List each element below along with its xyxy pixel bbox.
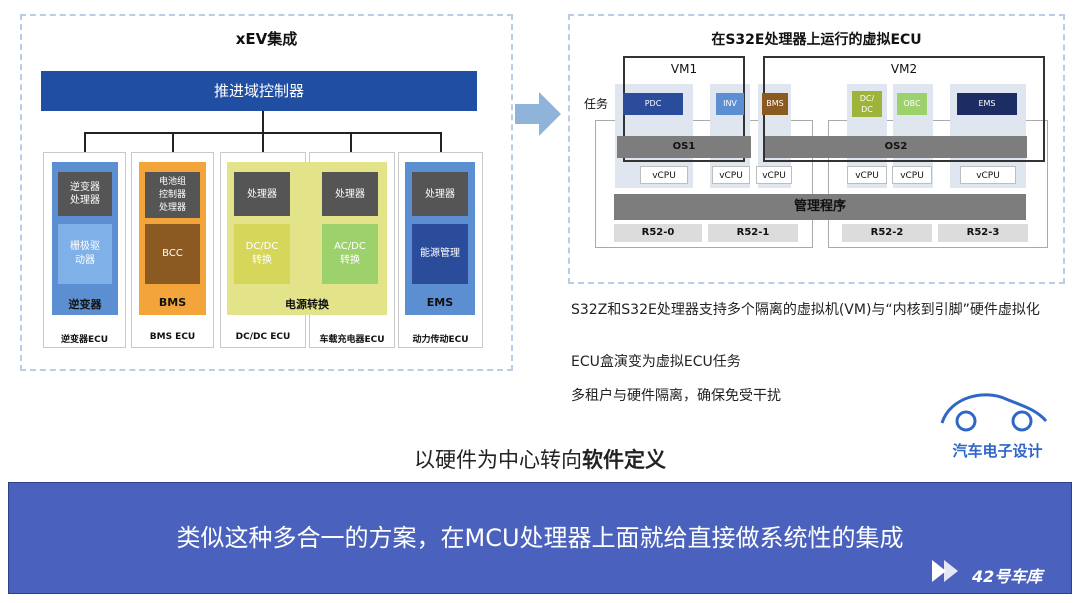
bottom-title: 以硬件为中心转向软件定义	[0, 444, 1080, 474]
task-pdc: PDC	[623, 93, 683, 115]
ems-label: EMS	[426, 296, 454, 309]
play-logo-icon	[932, 560, 958, 582]
inverter-processor-chip: 逆变器 处理器	[58, 172, 112, 216]
obc-ecu-label: 车载充电器ECU	[319, 335, 385, 345]
task-bms: BMS	[762, 93, 788, 115]
obc-processor-chip: 处理器	[322, 172, 378, 216]
os2-bar: OS2	[765, 136, 1027, 158]
power-conversion-label: 电源转换	[285, 298, 329, 311]
bottom-title-bold: 软件定义	[582, 448, 666, 472]
vcpu-3: vCPU	[756, 166, 792, 184]
powertrain-ecu-label: 动力传动ECU	[412, 335, 469, 345]
vcpu-5: vCPU	[892, 166, 932, 184]
arrow-right-icon	[515, 92, 561, 136]
ems-processor-chip: 处理器	[412, 172, 468, 216]
xev-title: xEV集成	[235, 30, 298, 48]
vcpu-2: vCPU	[712, 166, 750, 184]
task-ems: EMS	[957, 93, 1017, 115]
subtitle-text: 类似这种多合一的方案，在MCU处理器上面就给直接做系统性的集成	[176, 524, 904, 552]
task-dcdc: DC/ DC	[852, 91, 882, 117]
connector-drop	[84, 132, 86, 152]
dcdc-ecu-label: DC/DC ECU	[235, 332, 291, 342]
connector-drop	[172, 132, 174, 152]
core-r52-0: R52-0	[614, 224, 702, 242]
vcpu-1: vCPU	[640, 166, 688, 184]
connector-drop	[440, 132, 442, 152]
watermark-42garage: 42号车库	[972, 567, 1043, 586]
bullet-1: S32Z和S32E处理器支持多个隔离的虚拟机(VM)与“内核到引脚”硬件虚拟化	[571, 302, 1040, 318]
tasks-label: 任务	[584, 97, 609, 111]
connector-drop	[262, 132, 264, 152]
watermark-brand: 汽车电子设计	[952, 442, 1043, 460]
inverter-label: 逆变器	[68, 298, 102, 311]
dcdc-processor-chip: 处理器	[234, 172, 290, 216]
propulsion-domain-controller: 推进域控制器	[41, 71, 477, 111]
connector-trunk	[262, 111, 264, 133]
bms-ecu-label: BMS ECU	[149, 332, 196, 342]
bullet-3: 多租户与硬件隔离，确保免受干扰	[571, 388, 781, 404]
bcc-chip: BCC	[145, 224, 200, 284]
core-r52-3: R52-3	[938, 224, 1028, 242]
vcpu-6: vCPU	[960, 166, 1016, 184]
bullet-2: ECU盒演变为虚拟ECU任务	[571, 354, 741, 370]
core-r52-1: R52-1	[708, 224, 798, 242]
bms-label: BMS	[158, 296, 187, 309]
energy-management-chip: 能源管理	[412, 224, 468, 284]
virtual-ecu-title: 在S32E处理器上运行的虚拟ECU	[711, 32, 922, 48]
dcdc-conversion-chip: DC/DC 转换	[234, 224, 290, 284]
os1-bar: OS1	[617, 136, 751, 158]
connector-drop	[350, 132, 352, 152]
vcpu-4: vCPU	[847, 166, 887, 184]
vm1-label: VM1	[670, 62, 698, 76]
task-inv: INV	[716, 93, 744, 115]
vm2-label: VM2	[890, 62, 918, 76]
inverter-ecu-label: 逆变器ECU	[60, 335, 109, 345]
battery-controller-chip: 电池组 控制器 处理器	[145, 172, 200, 218]
subtitle-banner	[8, 482, 1072, 594]
task-obc: OBC	[897, 93, 927, 115]
gate-driver-chip: 栅极驱 动器	[58, 224, 112, 284]
car-logo-icon	[940, 393, 1048, 432]
acdc-conversion-chip: AC/DC 转换	[322, 224, 378, 284]
core-r52-2: R52-2	[842, 224, 932, 242]
hypervisor-bar: 管理程序	[614, 194, 1026, 220]
bottom-title-prefix: 以硬件为中心转向	[414, 448, 582, 472]
